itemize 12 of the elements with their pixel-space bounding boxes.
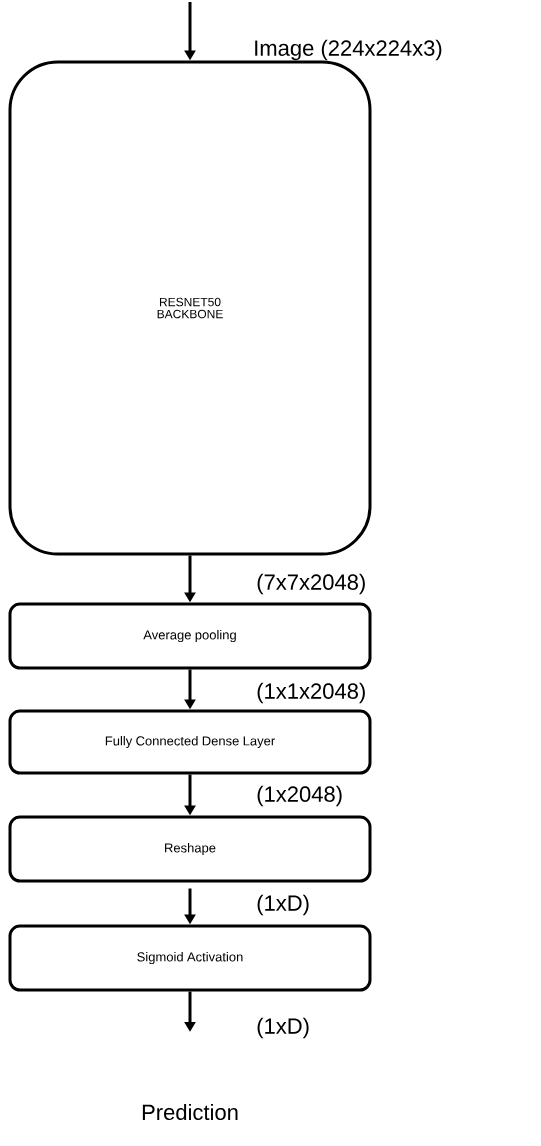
output-label: Prediction — [142, 1103, 238, 1121]
layer-box: Fully Connected Dense Layer — [8, 709, 372, 775]
layer-box: Reshape — [8, 815, 372, 883]
backbone-box: RESNET50 BACKBONE — [8, 60, 372, 556]
edge-label: (1x2048) — [257, 785, 342, 807]
edge-label: Image (224x224x3) — [255, 39, 442, 61]
edge-label: (7x7x2048) — [257, 573, 365, 595]
edge-label: (1xD) — [257, 1017, 309, 1039]
edge-label: (1x1x2048) — [257, 682, 365, 704]
edge-label: (1xD) — [257, 894, 309, 916]
layer-box: Average pooling — [8, 602, 372, 670]
layer-box: Sigmoid Activation — [8, 924, 372, 992]
